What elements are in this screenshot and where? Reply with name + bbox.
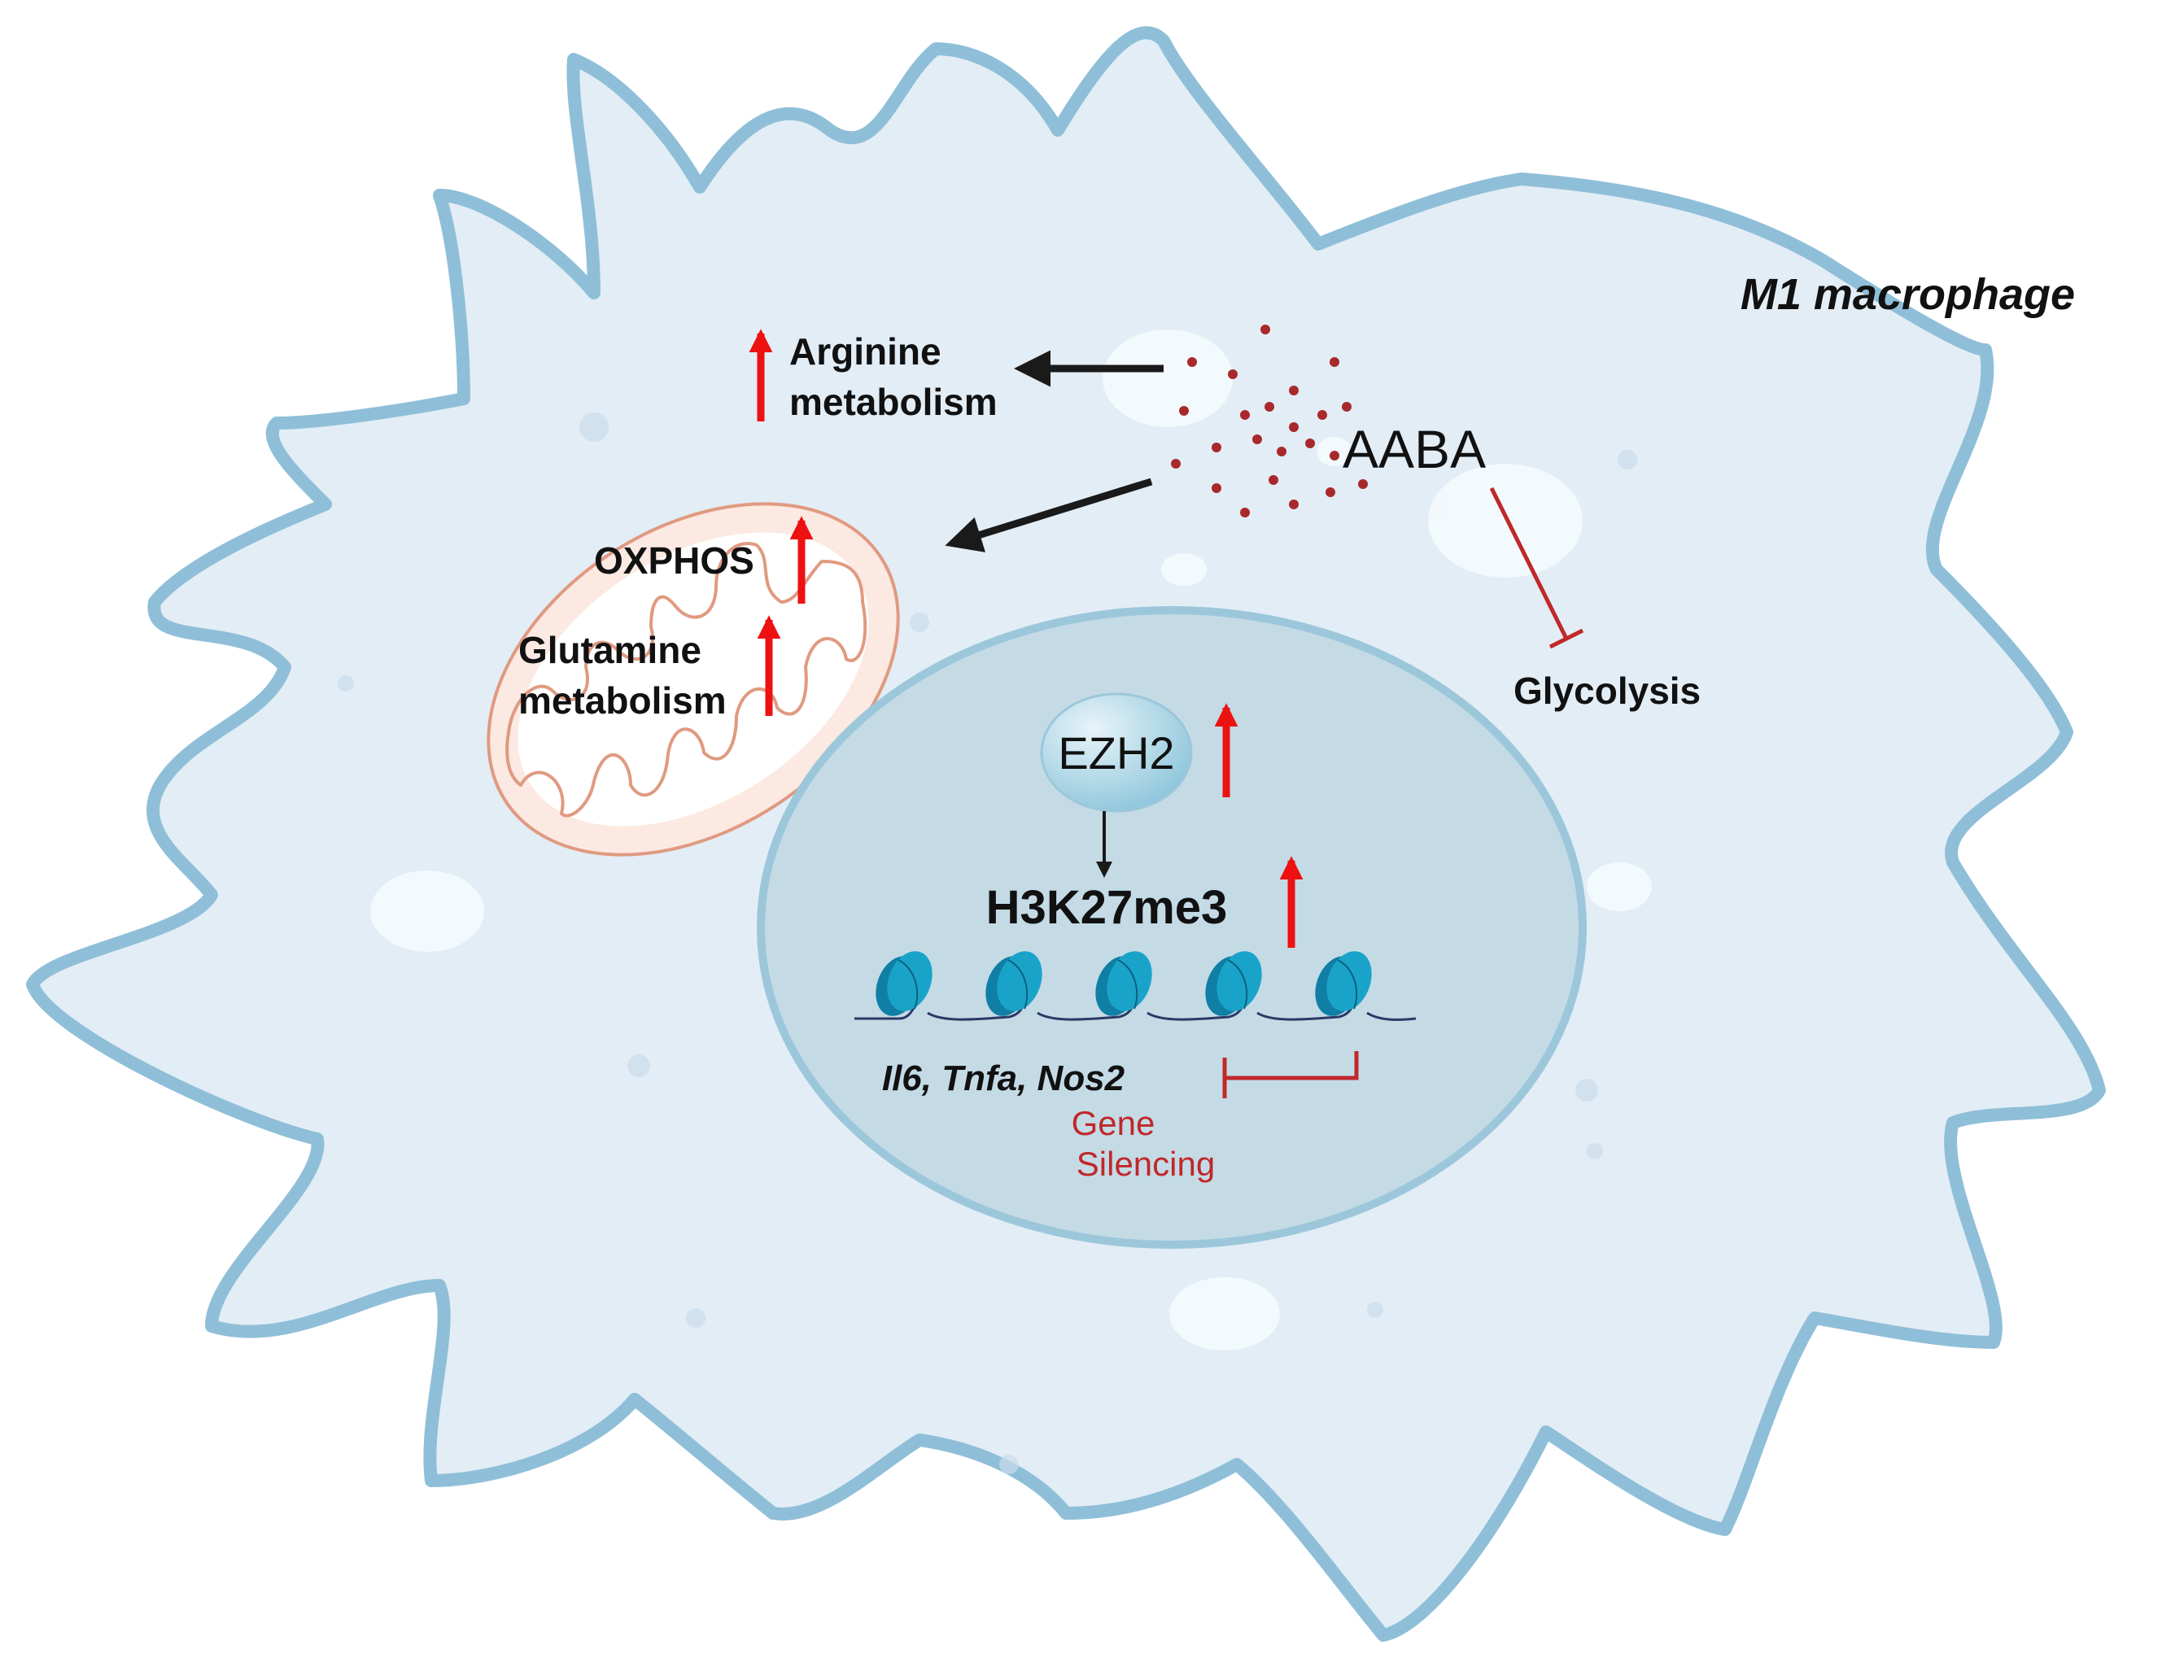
aaba-dot	[1240, 410, 1250, 420]
arginine-label-line1: Arginine	[789, 330, 941, 373]
aaba-dot	[1289, 386, 1299, 395]
vesicle	[1161, 553, 1207, 586]
granule	[627, 1054, 650, 1077]
aaba-dot	[1342, 402, 1352, 412]
nucleosome-3	[1095, 951, 1152, 1016]
granule	[579, 412, 609, 442]
aaba-dot	[1269, 475, 1278, 485]
nucleus	[757, 606, 1587, 1249]
gene-silencing-inhibition	[1222, 1051, 1359, 1098]
nucleosome-1	[876, 951, 933, 1016]
cell-type-label: M1 macrophage	[1741, 270, 2075, 319]
nucleosome-4	[1205, 951, 1262, 1016]
dna-strand	[854, 1004, 1417, 1021]
granule	[910, 613, 929, 632]
glycolysis-label: Glycolysis	[1514, 670, 1701, 712]
aaba-dot	[1317, 410, 1327, 420]
vesicle	[1428, 464, 1583, 578]
inhibition-line	[1489, 487, 1569, 640]
aaba-molecules	[1171, 325, 1368, 517]
oxphos-label: OXPHOS	[594, 539, 754, 582]
aaba-dot	[1260, 325, 1270, 334]
gene-silencing-label-line2: Silencing	[1077, 1145, 1215, 1183]
granule	[1575, 1079, 1598, 1102]
aaba-dot	[1240, 508, 1250, 517]
granule	[338, 675, 354, 692]
aaba-dot	[1265, 402, 1274, 412]
glutamine-label-line2: metabolism	[518, 679, 727, 722]
ezh2-label: EZH2	[1058, 727, 1174, 779]
inhibition-bar	[1548, 628, 1584, 649]
silencing-bracket	[1225, 1051, 1359, 1080]
nucleosome-5	[1315, 951, 1372, 1016]
upregulation-arrows	[749, 329, 1304, 948]
vesicle	[370, 871, 484, 952]
aaba-dot	[1212, 443, 1221, 452]
aaba-dot	[1171, 459, 1181, 469]
aaba-dot	[1326, 487, 1335, 497]
aaba-dot	[1277, 447, 1286, 456]
aaba-dot	[1212, 483, 1221, 493]
gene-silencing-label-line1: Gene	[1072, 1104, 1155, 1142]
arginine-label-line2: metabolism	[789, 381, 998, 423]
aaba-dot	[1252, 434, 1262, 444]
mitochondrion-matrix	[518, 532, 869, 827]
aaba-dot	[1289, 422, 1299, 432]
genes-label: Il6, Tnfa, Nos2	[882, 1058, 1125, 1098]
granule	[1618, 450, 1637, 469]
granule	[999, 1455, 1019, 1474]
aaba-dot	[1330, 357, 1339, 367]
granule	[1367, 1302, 1383, 1318]
vesicle	[1587, 862, 1652, 911]
arrow-aaba-to-mitochondrion	[945, 478, 1153, 552]
cytoplasm-vesicles	[370, 329, 1652, 1351]
aaba-dot	[1330, 451, 1339, 460]
granule	[1587, 1143, 1603, 1159]
aaba-dot	[1289, 500, 1299, 509]
vesicle	[1103, 329, 1233, 427]
granule	[686, 1308, 705, 1328]
mitochondrion-cristae	[505, 542, 867, 818]
aaba-dot	[1358, 479, 1368, 489]
mitochondrion	[487, 502, 900, 857]
aaba-dot	[1179, 406, 1189, 416]
cytoplasm-granules	[338, 412, 1637, 1474]
aaba-dot	[1305, 439, 1315, 448]
vesicle	[1169, 1277, 1280, 1351]
ezh2-bubble	[1040, 692, 1193, 813]
chromatin	[854, 951, 1417, 1021]
aaba-dot	[1187, 357, 1197, 367]
aaba-label: AABA	[1343, 419, 1486, 479]
inhibition-aaba-glycolysis	[1489, 487, 1584, 649]
nucleus-envelope	[757, 606, 1587, 1249]
aaba-dot	[1228, 369, 1238, 379]
glutamine-label-line1: Glutamine	[518, 629, 701, 671]
nucleosome-2	[985, 951, 1042, 1016]
h3k27me3-label: H3K27me3	[986, 881, 1228, 934]
